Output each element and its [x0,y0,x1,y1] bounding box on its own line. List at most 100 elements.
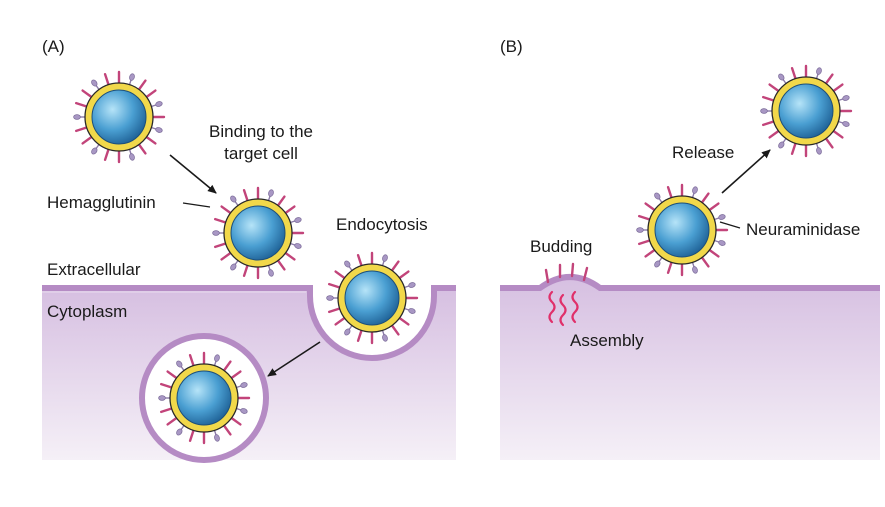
budding-label: Budding [530,237,592,256]
hemagglutinin-spike [160,407,173,414]
neuraminidase-head [268,189,274,197]
panel-a-membrane [42,285,456,361]
hemagglutinin-spike [276,195,286,207]
release-arrow [721,149,771,194]
virion-budded [636,183,729,277]
hemagglutinin-spike [214,217,227,224]
hemagglutinin-spike [700,256,710,268]
hemagglutinin-spike [638,239,651,246]
hemagglutinin-spike [832,83,844,93]
virion-binding [212,186,305,280]
neuraminidase-head [692,266,698,274]
neuraminidase-head [91,147,98,155]
budding-spike [570,262,575,278]
neuraminidase-head [91,79,98,87]
neuraminidase-head [408,308,416,314]
hemagglutinin-spike [832,129,844,139]
neuraminidase-head [344,328,351,336]
neuraminidase-head [158,395,166,401]
panel-b-label: (B) [500,37,523,56]
budding-spikes [544,262,589,284]
neuraminidase-head [214,354,220,362]
hemagglutinin-spike [81,135,93,145]
hemagglutinin-spike [222,424,232,436]
hemagglutinin-spike [276,259,286,271]
virion-in-endosome [158,351,251,445]
binding-label-line1: Binding to the [209,122,313,141]
hemagglutinin-spike [762,120,775,127]
hemagglutinin-spike [220,251,232,261]
hemagglutinin-spike [284,205,296,215]
neuraminidase-head [268,269,274,277]
cytoplasm-label: Cytoplasm [47,302,127,321]
hemagglutinin-spike [81,89,93,99]
neuraminidase-head [408,282,416,288]
neuraminidase-head [73,114,81,120]
panel-b-membrane [500,274,880,291]
hemagglutinin-spike [390,260,400,272]
hemagglutinin-spike [160,382,173,389]
hemagglutinin-spike [166,370,178,380]
neuraminidase-head [778,141,785,149]
virion-free-a [73,70,166,164]
neuraminidase-head [129,153,135,161]
release-label: Release [672,143,734,162]
binding-arrow [169,154,217,194]
viral-core [230,205,286,261]
endocytosis-label: Endocytosis [336,215,428,234]
neuraminidase-head [344,260,351,268]
viral-core [344,270,400,326]
hemagglutinin-spike [356,329,363,342]
hemagglutinin-spike [328,307,341,314]
hemagglutinin-spike [242,189,249,202]
hemagglutinin-spike [284,251,296,261]
hemagglutinin-spike [700,192,710,204]
neuraminidase-head [718,214,726,220]
hemagglutinin-spike [334,316,346,326]
endocytosis-arrow [267,341,321,377]
budding-spike [544,268,550,284]
neuraminidase-head [382,334,388,342]
hemagglutinin-spike [824,73,834,85]
hemagglutinin-spike [145,135,157,145]
hemagglutinin-spike [398,316,410,326]
hemagglutinin-spike [242,264,249,277]
hemagglutinin-spike [137,143,147,155]
hemagglutinin-spike [644,202,656,212]
neuraminidase-label: Neuraminidase [746,220,860,239]
neuraminidase-head [778,73,785,81]
neuraminidase-head [816,147,822,155]
neuraminidase-head [654,192,661,200]
neuraminidase-head [129,73,135,81]
panel-b-cytoplasm [500,277,880,460]
hemagglutinin-spike [188,429,195,442]
neuraminidase-head [294,243,302,249]
hemagglutinin-spike [75,101,88,108]
neuraminidase-head [230,195,237,203]
hemagglutinin-spike [666,186,673,199]
neuraminidase-head [155,101,163,107]
neuraminidase-head [326,295,334,301]
neuraminidase-head [176,360,183,368]
neuraminidase-head [718,240,726,246]
budding-spike [582,266,589,282]
hemagglutinin-spike [328,282,341,289]
neuraminidase-head [294,217,302,223]
hemagglutinin-spike [166,416,178,426]
hemagglutinin-spike [222,360,232,372]
neuraminidase-head [240,408,248,414]
hemagglutinin-spike [398,270,410,280]
extracellular-label: Extracellular [47,260,141,279]
virion-released [760,64,853,158]
viral-core [778,83,834,139]
neuraminidase-head [816,67,822,75]
hemagglutinin-spike [762,95,775,102]
neuraminidase-head [230,263,237,271]
neuraminidase-head [155,127,163,133]
hemagglutinin-spike [644,248,656,258]
hemagglutinin-spike [708,202,720,212]
viral-core [91,89,147,145]
hemagglutinin-spike [103,148,110,161]
rna-squiggles [548,290,579,327]
